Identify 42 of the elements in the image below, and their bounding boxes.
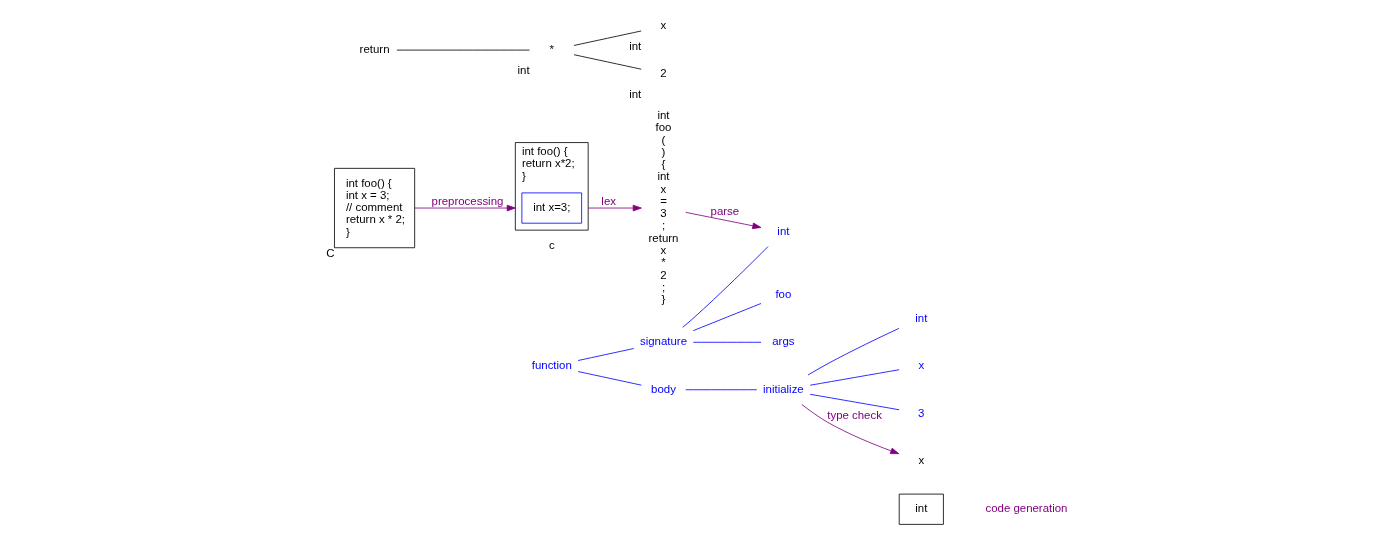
- node-text: x: [917, 453, 924, 466]
- node-text: return: [359, 43, 390, 56]
- node-label: C: [325, 246, 334, 259]
- node-text: body: [650, 382, 676, 395]
- node-text: initialize: [762, 382, 804, 395]
- node-text: int foo ( ) { int x = 3 ; return x * 2 ; }: [648, 109, 678, 306]
- connector: [807, 328, 899, 376]
- node-box: int: [898, 493, 944, 525]
- edge-label: type check: [826, 409, 882, 422]
- label: code generation: [984, 502, 1068, 515]
- connector: [577, 348, 634, 361]
- node-text: *: [549, 43, 554, 56]
- node-text: args: [771, 335, 795, 348]
- arrow: [800, 404, 899, 455]
- node-text: x: [660, 19, 666, 32]
- connector: [577, 371, 642, 386]
- connector: [573, 30, 642, 46]
- connector: [809, 369, 899, 386]
- node-box: int foo() { int x = 3; // comment return x * 2; }: [333, 167, 415, 249]
- arrow: [587, 204, 642, 212]
- node-text: 2: [659, 66, 667, 79]
- node-label: c: [548, 239, 555, 252]
- node-label: int: [628, 40, 641, 53]
- node-label: int: [516, 63, 530, 76]
- node-box: int x=3;: [521, 192, 582, 224]
- node-label: int: [628, 87, 641, 100]
- edge-label: parse: [710, 204, 739, 217]
- node-text: signature: [639, 335, 687, 348]
- arrow: [684, 211, 761, 230]
- connector: [681, 246, 768, 328]
- node-text: x: [917, 359, 924, 372]
- node-text: int: [776, 224, 789, 237]
- connector: [692, 303, 761, 332]
- connector: [809, 393, 899, 411]
- edge-label: lex: [600, 194, 616, 207]
- node-text: 3: [917, 406, 924, 419]
- node-text: function: [531, 359, 572, 372]
- edge-label: preprocessing: [431, 194, 503, 207]
- connector: [573, 54, 642, 70]
- arrow: [413, 204, 516, 212]
- node-text: foo: [774, 287, 791, 300]
- node-text: int: [914, 311, 927, 324]
